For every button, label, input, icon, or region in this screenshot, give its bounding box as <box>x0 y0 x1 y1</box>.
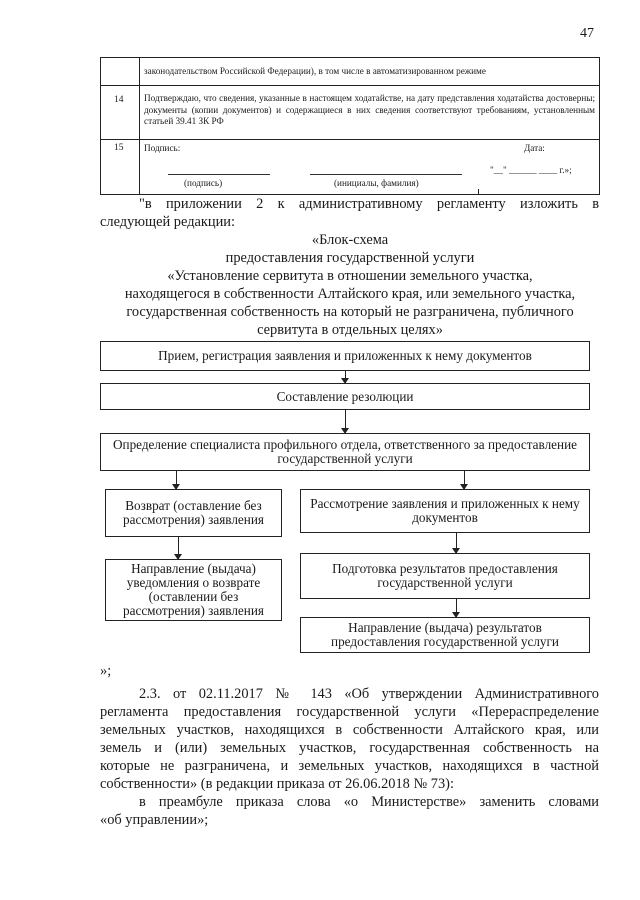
flow-step-return: Возврат (оставление без рассмотрения) за… <box>105 489 282 537</box>
block-scheme-subtitle: государственная собственность на который… <box>126 304 574 320</box>
name-line <box>310 174 462 175</box>
flow-step-prepare-results: Подготовка результатов предоставления го… <box>300 553 590 599</box>
flow-step-assign-specialist: Определение специалиста профильного отде… <box>100 433 590 471</box>
block-scheme-subtitle: сервитута в отдельных целях» <box>257 322 443 338</box>
table-border <box>478 189 479 195</box>
signature-label: Подпись: <box>144 143 181 153</box>
paragraph-line: земель и (или) земельных участков, госуд… <box>100 740 599 756</box>
flow-step-reception: Прием, регистрация заявления и приложенн… <box>100 341 590 371</box>
table-border <box>100 57 600 58</box>
intro-line: "в приложении 2 к административному регл… <box>139 196 599 212</box>
paragraph-line: которые не разграничена, и земельных уча… <box>100 758 599 774</box>
intro-line: следующей редакции: <box>100 214 235 230</box>
flow-arrow <box>452 599 461 618</box>
block-scheme-title: «Блок-схема <box>311 232 389 248</box>
signature-caption: (подпись) <box>184 178 223 188</box>
flow-arrow <box>341 371 350 384</box>
block-scheme-subtitle: предоставления государственной услуги <box>225 250 475 266</box>
row-number: 15 <box>114 143 124 153</box>
table-border <box>139 57 140 195</box>
block-scheme-subtitle: находящегося в собственности Алтайского … <box>124 286 576 302</box>
flow-step-return-notice: Направление (выдача) уведомления о возвр… <box>105 559 282 621</box>
table-border <box>100 57 101 195</box>
flow-arrow <box>452 533 461 554</box>
block-scheme-subtitle: «Установление сервитута в отношении земе… <box>167 268 533 284</box>
paragraph-line: в преамбуле приказа слова «о Министерств… <box>139 794 599 810</box>
application-form-table: законодательством Российской Федерации),… <box>100 57 600 195</box>
paragraph-line: собственности» (в редакции приказа от 26… <box>100 776 454 792</box>
name-caption: (инициалы, фамилия) <box>334 178 419 188</box>
flow-arrow <box>460 471 469 490</box>
flow-arrow <box>174 537 183 560</box>
table-border <box>100 85 600 86</box>
signature-line <box>168 174 270 175</box>
paragraph-line: «об управлении»; <box>100 812 209 828</box>
flow-step-resolution: Составление резолюции <box>100 383 590 410</box>
paragraph-line: земельных участков, находящихся в собств… <box>100 722 599 738</box>
table-row-text: законодательством Российской Федерации),… <box>144 66 486 76</box>
row-number: 14 <box>114 95 124 105</box>
table-border <box>599 57 600 195</box>
flow-arrow <box>341 410 350 434</box>
date-label: Дата: <box>524 143 545 153</box>
flow-step-review: Рассмотрение заявления и приложенных к н… <box>300 489 590 533</box>
table-border <box>100 139 600 140</box>
table-row-text: Подтверждаю, что сведения, указанные в н… <box>144 93 595 127</box>
table-border <box>100 194 600 195</box>
paragraph-line: регламента предоставления государственно… <box>100 704 599 720</box>
flow-step-deliver-results: Направление (выдача) результатов предост… <box>300 617 590 653</box>
paragraph-line: 2.3. от 02.11.2017 № 143 «Об утверждении… <box>139 686 599 702</box>
page-number: 47 <box>580 26 594 41</box>
flow-arrow <box>172 471 181 490</box>
closing-mark: »; <box>100 663 112 679</box>
date-field: "__" ______ ____ г.»; <box>490 165 572 175</box>
